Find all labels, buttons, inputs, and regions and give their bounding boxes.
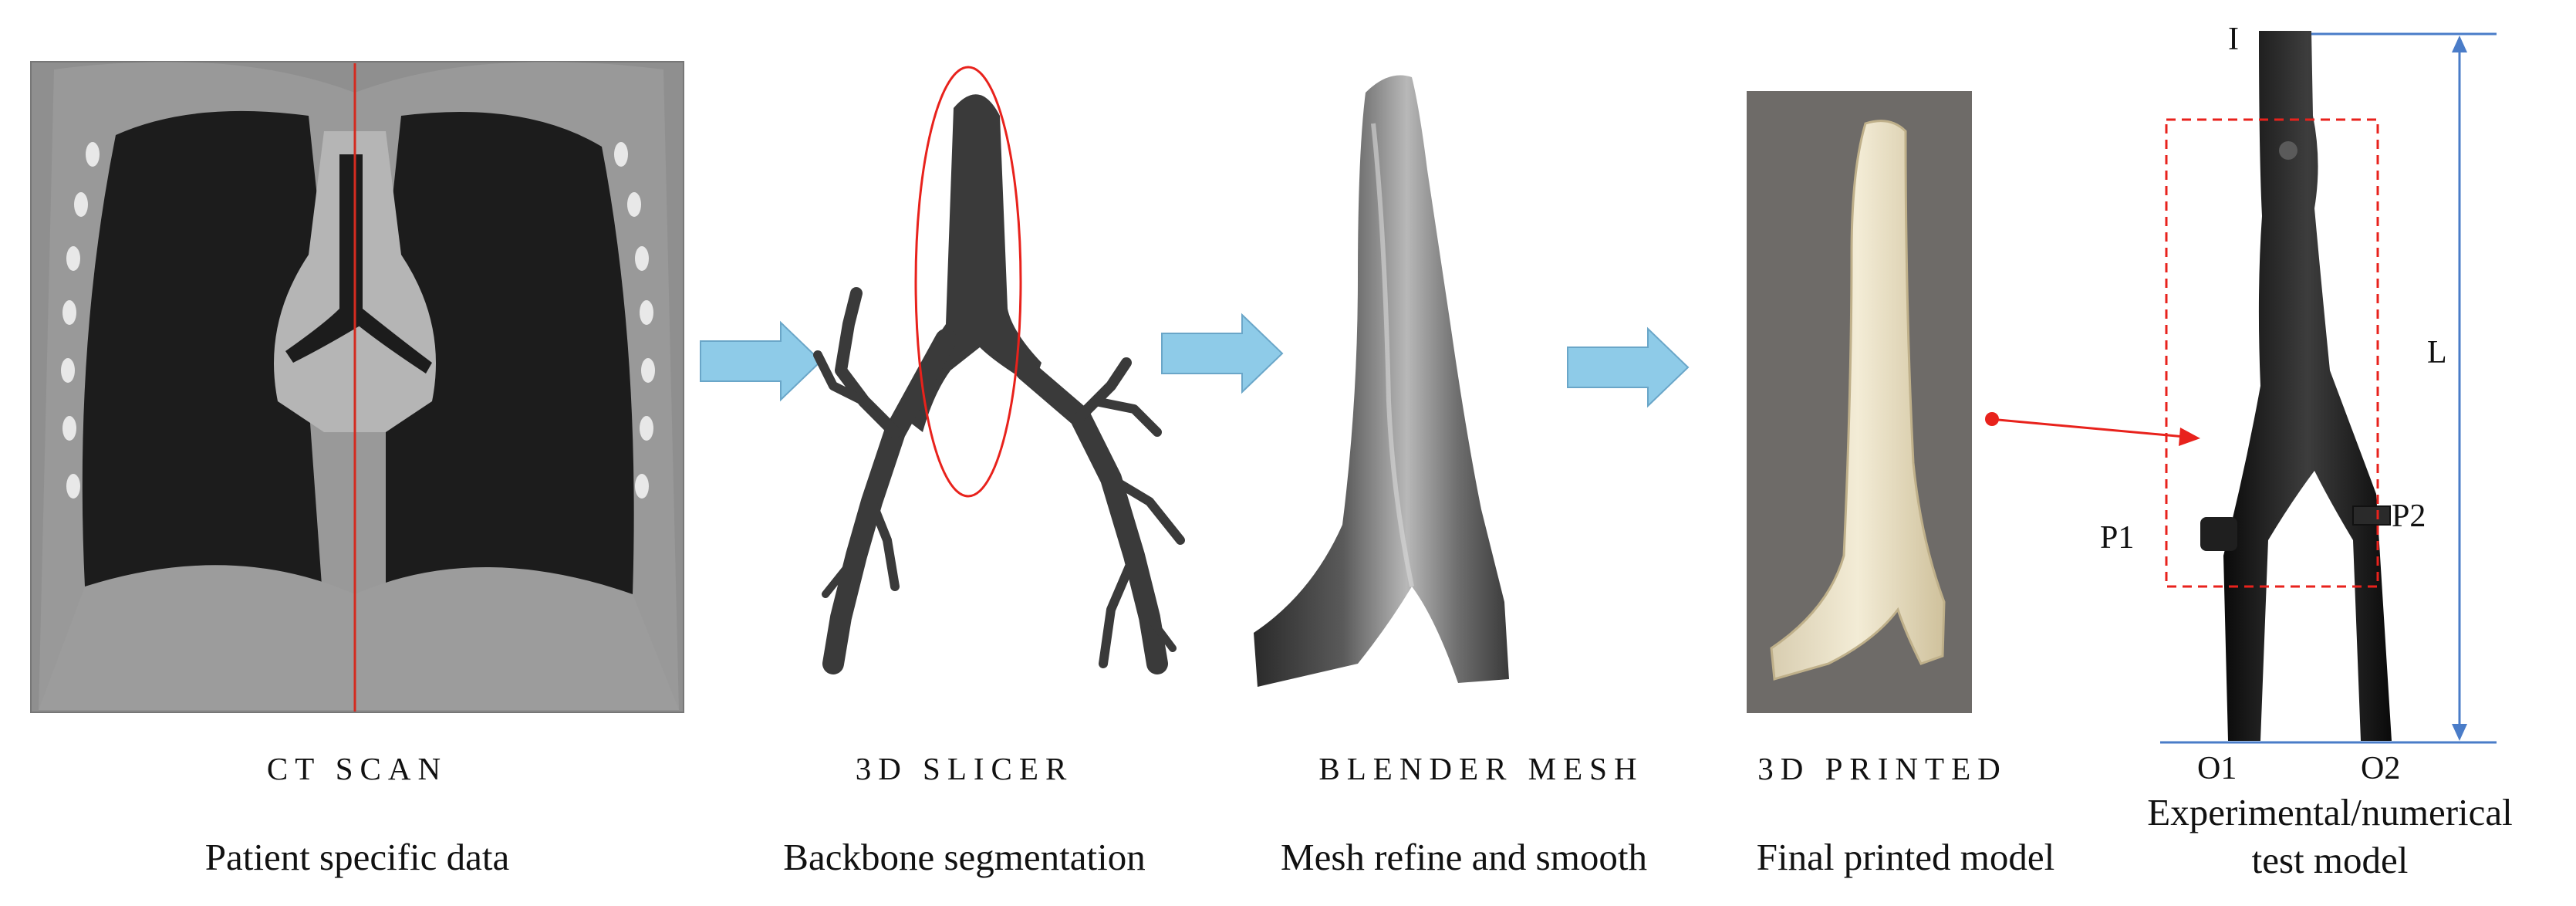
step-1-description: Patient specific data (204, 836, 510, 878)
flow-arrow-2 (1161, 313, 1284, 394)
test-model (2200, 31, 2392, 741)
port-p2 (2352, 505, 2391, 526)
flow-arrow-3 (1567, 326, 1690, 408)
link-dot (1985, 412, 1999, 426)
step-5-description-line1: Experimental/numerical (2147, 791, 2513, 833)
step-4-title: 3D PRINTED (1757, 751, 2007, 786)
link-arrow-head (2179, 428, 2200, 446)
label-outlet-1: O1 (2197, 751, 2237, 786)
step-2-title: 3D SLICER (855, 751, 1074, 786)
step-3-description: Mesh refine and smooth (1281, 836, 1647, 878)
length-dimension (2160, 32, 2497, 744)
label-length: L (2427, 335, 2447, 370)
step-1-title: CT SCAN (266, 751, 448, 786)
link-arrow (1997, 418, 2186, 438)
step-5-description-line2: test model (2251, 839, 2409, 881)
flow-arrow-1 (700, 320, 822, 402)
airway-segmentation (813, 94, 1185, 674)
label-port-2: P2 (2392, 499, 2426, 534)
step-3-title: BLENDER MESH (1318, 751, 1644, 786)
label-port-1: P1 (2100, 520, 2135, 556)
step-2-description: Backbone segmentation (783, 836, 1146, 878)
diaphragm (39, 565, 679, 710)
label-inlet: I (2228, 22, 2239, 57)
smoothed-mesh (1254, 75, 1509, 687)
label-outlet-2: O2 (2361, 751, 2401, 786)
left-lung (82, 110, 325, 617)
rib-markers (61, 142, 655, 499)
step-4-description: Final printed model (1756, 836, 2055, 878)
printed-model-photo (1747, 91, 1972, 713)
ct-scan-image (30, 61, 684, 713)
trachea-highlight-ellipse (914, 66, 1022, 498)
right-lung (386, 112, 634, 610)
